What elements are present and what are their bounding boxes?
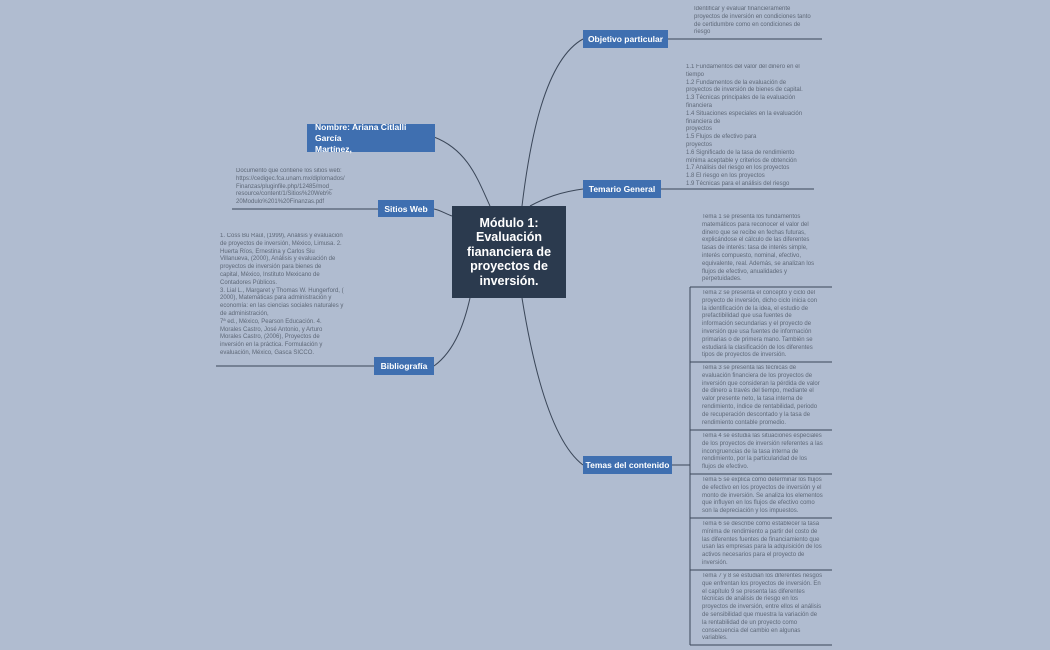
node-label: Bibliografía — [380, 361, 428, 371]
note-tema-2: Tema 2 se presenta el concepto y ciclo d… — [702, 290, 818, 359]
node-nombre[interactable]: Nombre: Ariana Citlalli García Martínez, — [307, 121, 435, 154]
note-tema-5: Tema 5 se explica cómo determinar los fl… — [702, 477, 823, 515]
note-tema-6: Tema 6 se describe cómo establecer la ta… — [702, 521, 822, 566]
node-label: Nombre: Ariana Citlalli García Martínez, — [315, 121, 407, 154]
node-bibliografia[interactable]: Bibliografía — [374, 357, 434, 375]
note-sitios-web: Documento que contiene los sitios web: h… — [236, 168, 345, 206]
node-sitios-web[interactable]: Sitios Web — [378, 200, 434, 217]
note-tema-3: Tema 3 se presenta las técnicas de evalu… — [702, 365, 820, 426]
note-bibliografia: 1. Coss Bu Raúl, (1999), Análisis y eval… — [220, 233, 344, 356]
central-topic[interactable]: Módulo 1: Evaluación fiananciera de proy… — [452, 206, 566, 298]
note-objetivo-particular: Identificar y evaluar financieramente pr… — [694, 6, 811, 36]
note-tema-1: Tema 1 se presenta los fundamentos matem… — [702, 214, 815, 283]
node-label: Temario General — [588, 184, 656, 194]
node-temas-del-contenido[interactable]: Temas del contenido — [583, 456, 672, 474]
node-objetivo-particular[interactable]: Objetivo particular — [583, 30, 668, 48]
note-tema-7-8: Tema 7 y 8 se estudian los diferentes ri… — [702, 573, 823, 642]
central-topic-title: Módulo 1: Evaluación fiananciera de proy… — [466, 215, 552, 288]
node-label: Sitios Web — [384, 203, 428, 214]
note-tema-4: Tema 4 se estudia las situaciones especi… — [702, 433, 823, 471]
note-temario-general: 1.1 Fundamentos del valor del dinero en … — [686, 64, 803, 187]
node-label: Objetivo particular — [587, 34, 664, 44]
node-temario-general[interactable]: Temario General — [583, 180, 661, 198]
node-label: Temas del contenido — [585, 460, 670, 470]
